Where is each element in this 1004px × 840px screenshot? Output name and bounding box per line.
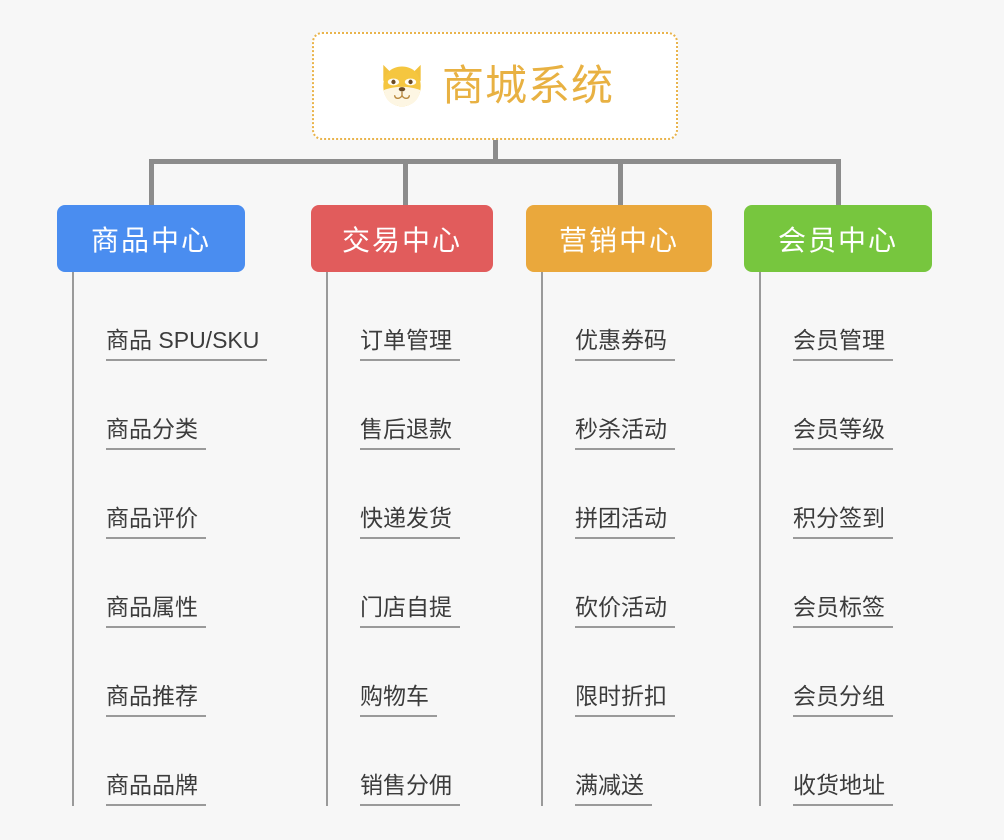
list-item[interactable]: 优惠券码: [559, 272, 712, 361]
leaf-label: 商品品牌: [106, 771, 206, 806]
category-label-4: 会员中心: [777, 224, 898, 256]
leaf-label: 秒杀活动: [575, 415, 675, 450]
list-item[interactable]: 商品 SPU/SKU: [90, 272, 268, 361]
shiba-dog-face-icon: [383, 64, 421, 107]
category-box-2[interactable]: 交易中心: [311, 205, 493, 272]
branch-column-2: 交易中心 订单管理 售后退款 快递发货 门店自提 购物车 销售分佣: [311, 205, 493, 806]
list-item[interactable]: 商品属性: [90, 539, 245, 628]
leaf-label: 拼团活动: [575, 504, 675, 539]
leaf-label: 商品推荐: [106, 682, 206, 717]
connector-drop-3: [618, 159, 623, 205]
category-box-1[interactable]: 商品中心: [57, 205, 245, 272]
list-item[interactable]: 拼团活动: [559, 450, 712, 539]
leaf-label: 商品 SPU/SKU: [106, 326, 268, 361]
leaf-label: 会员标签: [793, 593, 893, 628]
leaf-label: 限时折扣: [575, 682, 675, 717]
list-item[interactable]: 限时折扣: [559, 628, 712, 717]
list-item[interactable]: 购物车: [344, 628, 493, 717]
leaf-label: 门店自提: [360, 593, 460, 628]
leaf-label: 会员管理: [793, 326, 893, 361]
list-item[interactable]: 商品分类: [90, 361, 245, 450]
list-item[interactable]: 会员管理: [777, 272, 932, 361]
list-item[interactable]: 积分签到: [777, 450, 932, 539]
list-item[interactable]: 会员标签: [777, 539, 932, 628]
leaf-list-2: 订单管理 售后退款 快递发货 门店自提 购物车 销售分佣: [326, 272, 493, 806]
leaf-label: 商品分类: [106, 415, 206, 450]
connector-horizontal-bus: [149, 159, 840, 164]
category-label-2: 交易中心: [341, 224, 462, 256]
list-item[interactable]: 快递发货: [344, 450, 493, 539]
branch-column-4: 会员中心 会员管理 会员等级 积分签到 会员标签 会员分组 收货地址: [744, 205, 932, 806]
leaf-list-4: 会员管理 会员等级 积分签到 会员标签 会员分组 收货地址: [759, 272, 932, 806]
connector-root-stem: [493, 140, 498, 162]
connector-drop-4: [836, 159, 841, 205]
leaf-label: 会员等级: [793, 415, 893, 450]
leaf-label: 满减送: [575, 771, 652, 806]
branch-column-1: 商品中心 商品 SPU/SKU 商品分类 商品评价 商品属性 商品推荐 商品品牌: [57, 205, 268, 806]
list-item[interactable]: 商品品牌: [90, 717, 245, 806]
leaf-label: 收货地址: [793, 771, 893, 806]
list-item[interactable]: 商品评价: [90, 450, 245, 539]
list-item[interactable]: 订单管理: [344, 272, 493, 361]
leaf-label: 购物车: [360, 682, 437, 717]
leaf-list-3: 优惠券码 秒杀活动 拼团活动 砍价活动 限时折扣 满减送: [541, 272, 712, 806]
leaf-label: 销售分佣: [360, 771, 460, 806]
category-label-3: 营销中心: [558, 224, 679, 256]
list-item[interactable]: 秒杀活动: [559, 361, 712, 450]
leaf-label: 砍价活动: [575, 593, 675, 628]
list-item[interactable]: 满减送: [559, 717, 712, 806]
list-item[interactable]: 会员等级: [777, 361, 932, 450]
list-item[interactable]: 门店自提: [344, 539, 493, 628]
list-item[interactable]: 销售分佣: [344, 717, 493, 806]
category-label-1: 商品中心: [90, 224, 211, 256]
branch-column-3: 营销中心 优惠券码 秒杀活动 拼团活动 砍价活动 限时折扣 满减送: [526, 205, 712, 806]
list-item[interactable]: 砍价活动: [559, 539, 712, 628]
category-box-4[interactable]: 会员中心: [744, 205, 932, 272]
list-item[interactable]: 会员分组: [777, 628, 932, 717]
leaf-label: 售后退款: [360, 415, 460, 450]
leaf-label: 订单管理: [360, 326, 460, 361]
leaf-label: 会员分组: [793, 682, 893, 717]
leaf-label: 优惠券码: [575, 326, 675, 361]
leaf-label: 快递发货: [360, 504, 460, 539]
list-item[interactable]: 商品推荐: [90, 628, 245, 717]
root-node[interactable]: 商城系统: [312, 32, 678, 140]
connector-drop-1: [149, 159, 154, 205]
root-title: 商城系统: [441, 62, 614, 109]
list-item[interactable]: 售后退款: [344, 361, 493, 450]
category-box-3[interactable]: 营销中心: [526, 205, 712, 272]
leaf-list-1: 商品 SPU/SKU 商品分类 商品评价 商品属性 商品推荐 商品品牌: [72, 272, 268, 806]
connector-drop-2: [403, 159, 408, 205]
leaf-label: 积分签到: [793, 504, 893, 539]
leaf-label: 商品属性: [106, 593, 206, 628]
list-item[interactable]: 收货地址: [777, 717, 932, 806]
leaf-label: 商品评价: [106, 504, 206, 539]
